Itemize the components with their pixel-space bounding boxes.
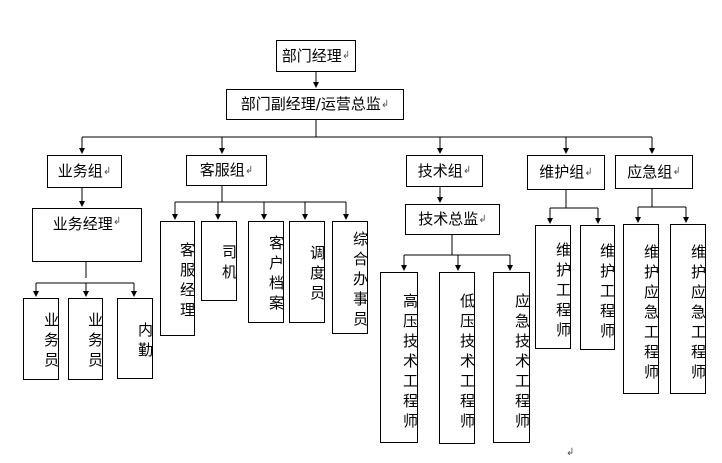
node-driver: 司机 [201, 221, 238, 301]
node-maintenance-engineer-2: 维护工程师 [580, 225, 616, 350]
node-maintenance-group: 维护组↲ [527, 155, 605, 190]
node-customer-archive: 客户档案 [248, 221, 285, 323]
node-general-clerk: 综合办事员 [332, 221, 369, 334]
paragraph-mark-icon: ↲ [566, 447, 575, 458]
node-customer-service-group: 客服组↲ [186, 155, 267, 186]
node-dispatcher: 调度员 [289, 221, 326, 323]
node-emergency-group: 应急组↲ [615, 155, 693, 189]
node-cs-manager: 客服经理 [160, 221, 196, 336]
node-business-group: 业务组↲ [47, 155, 122, 188]
node-tech-group: 技术组↲ [406, 155, 483, 187]
node-office-clerk: 内勤 [117, 298, 154, 379]
paragraph-mark-icon: ↲ [584, 166, 593, 178]
paragraph-mark-icon: ↲ [244, 164, 254, 176]
paragraph-mark-icon: ↲ [341, 50, 351, 61]
node-emergency-tech-engineer: 应急技术工程师 [493, 272, 531, 443]
node-emergency-engineer-2: 维护应急工程师 [670, 224, 707, 394]
node-emergency-engineer-1: 维护应急工程师 [623, 224, 660, 394]
node-tech-chief: 技术总监↲ [405, 204, 500, 235]
node-salesperson-2: 业务员 [68, 298, 104, 380]
node-maintenance-engineer-1: 维护工程师 [535, 225, 572, 349]
node-business-manager: 业务经理↲ [32, 208, 142, 262]
node-lv-engineer: 低压技术工程师 [439, 272, 476, 444]
paragraph-mark-icon: ↲ [112, 216, 122, 227]
paragraph-mark-icon: ↲ [462, 165, 472, 176]
paragraph-mark-icon: ↲ [478, 213, 487, 225]
node-deputy-manager: 部门副经理/运营总监↲ [226, 89, 404, 120]
paragraph-mark-icon: ↲ [672, 166, 681, 177]
paragraph-mark-icon: ↲ [102, 165, 112, 177]
node-department-manager: 部门经理↲ [276, 40, 356, 72]
node-salesperson-1: 业务员 [23, 298, 60, 380]
paragraph-mark-icon: ↲ [380, 98, 390, 110]
node-hv-engineer: 高压技术工程师 [380, 272, 419, 443]
